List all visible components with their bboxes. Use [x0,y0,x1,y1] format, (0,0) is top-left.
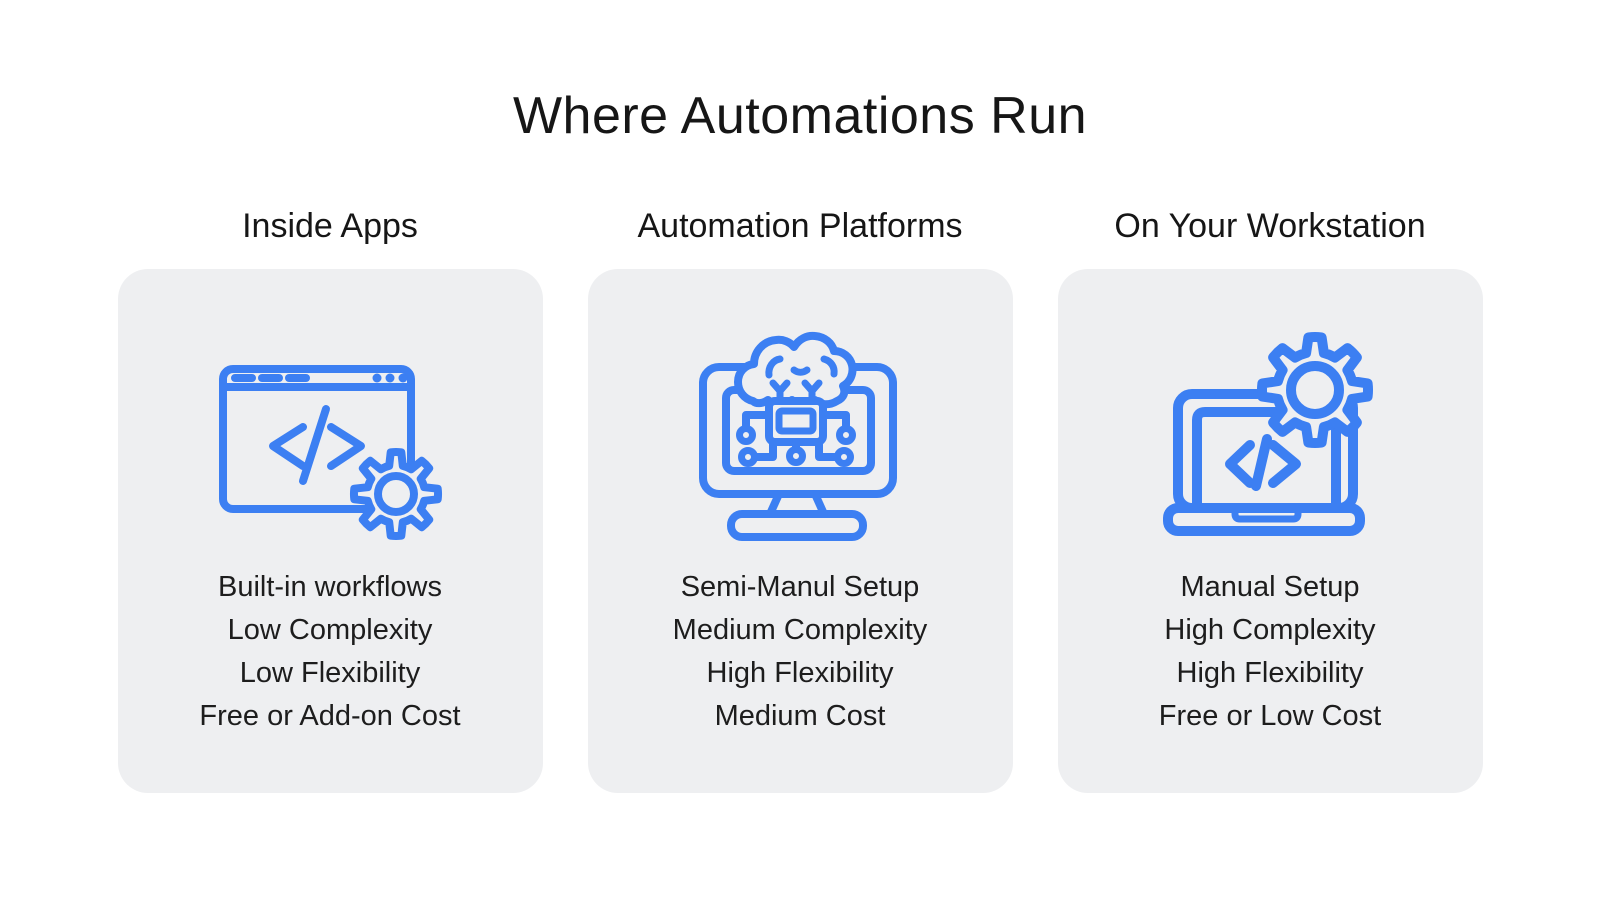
feature-line: High Flexibility [1176,657,1364,689]
column-on-your-workstation: On Your Workstation [1057,204,1483,793]
card-automation-platforms: Semi-Manul Setup Medium Complexity High … [587,269,1013,793]
column-inside-apps: Inside Apps [117,204,543,793]
feature-line: High Flexibility [706,657,894,689]
card-inside-apps: Built-in workflows Low Complexity Low Fl… [117,269,543,793]
monitor-ai-brain-circuit-icon [698,331,897,541]
feature-list: Built-in workflows Low Complexity Low Fl… [199,566,460,738]
card-on-your-workstation: Manual Setup High Complexity High Flexib… [1057,269,1483,793]
column-header-automation-platforms: Automation Platforms [637,207,963,245]
gear-icon [1256,331,1374,449]
feature-list: Semi-Manul Setup Medium Complexity High … [673,566,928,738]
feature-line: Low Flexibility [239,657,421,689]
browser-window [218,365,415,513]
feature-line: Semi-Manul Setup [680,571,920,603]
feature-line: Medium Complexity [672,614,928,646]
feature-line: Free or Add-on Cost [199,700,461,732]
browser-code-gear-icon [218,365,442,541]
columns-row: Inside Apps [0,204,1600,793]
feature-line: High Complexity [1164,614,1376,646]
laptop-code-gear-icon [1163,331,1374,536]
circuit-chip-icon [764,397,827,446]
monitor-ai-brain-circuit-icon [698,329,903,544]
feature-line: Medium Cost [714,700,886,732]
column-automation-platforms: Automation Platforms [587,204,1013,793]
code-brackets-icon [268,405,365,485]
brain-icon [733,331,856,409]
column-header-on-your-workstation: On Your Workstation [1114,207,1426,245]
gear-icon [349,447,442,541]
feature-list: Manual Setup High Complexity High Flexib… [1159,566,1381,738]
browser-code-gear-icon [213,329,448,544]
feature-line: Built-in workflows [217,571,442,603]
feature-line: Manual Setup [1180,571,1360,603]
feature-line: Low Complexity [227,614,433,646]
column-header-inside-apps: Inside Apps [242,207,418,245]
circuit-traces [735,411,856,467]
page-title: Where Automations Run [512,87,1088,145]
monitor-stand [726,490,867,541]
browser-toolbar-dots [372,373,407,383]
laptop-base [1163,503,1365,536]
feature-line: Free or Low Cost [1158,700,1382,732]
code-brackets-icon [1225,434,1301,491]
laptop-code-gear-icon [1155,329,1385,544]
